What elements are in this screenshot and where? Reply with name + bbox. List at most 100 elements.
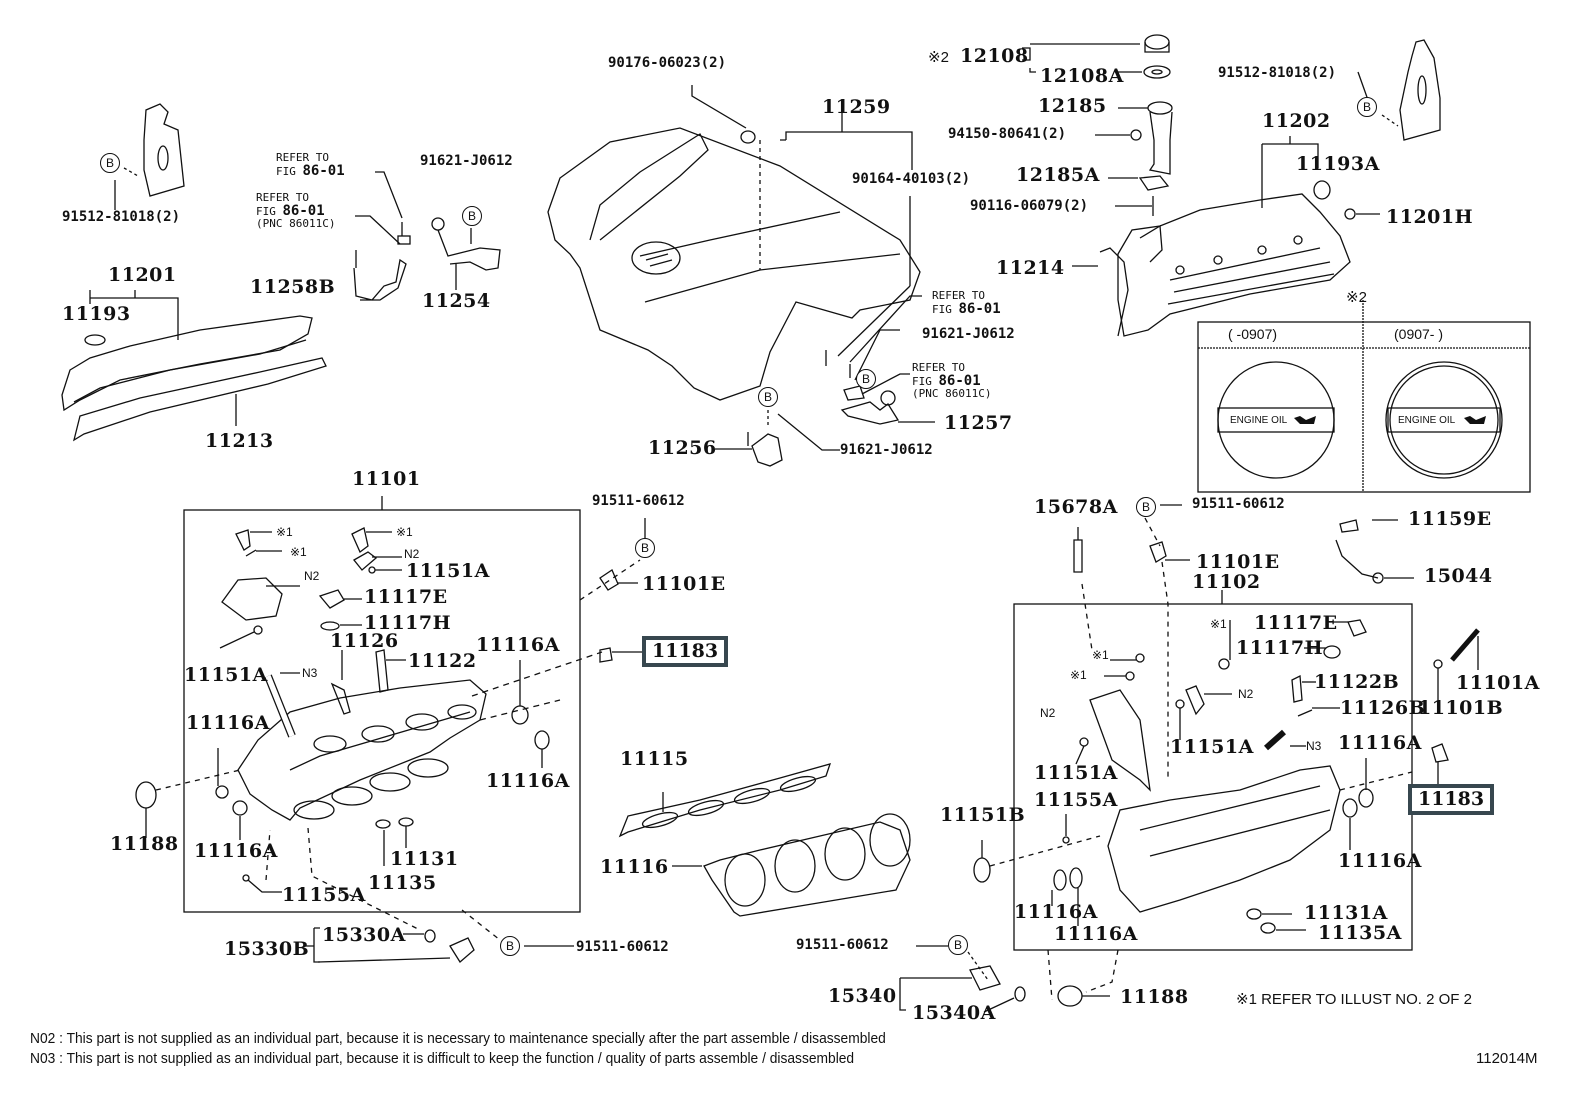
part-label[interactable]: 11188 xyxy=(110,833,179,855)
part-label[interactable]: 91512-81018(2) xyxy=(1218,65,1337,81)
part-label[interactable]: 15340 xyxy=(828,985,897,1007)
part-label[interactable]: 11214 xyxy=(996,257,1065,279)
part-label[interactable]: 11126B xyxy=(1340,697,1426,719)
part-label[interactable]: 11131 xyxy=(390,848,459,870)
oil-filler-parts xyxy=(1022,34,1173,216)
mark-1: ※1 xyxy=(276,525,293,539)
part-label[interactable]: 11135A xyxy=(1318,922,1402,944)
part-label[interactable]: 11159E xyxy=(1408,508,1492,530)
part-label[interactable]: 11117H xyxy=(364,612,452,634)
part-label[interactable]: 91512-81018(2) xyxy=(62,209,181,225)
part-label[interactable]: 12185 xyxy=(1038,95,1107,117)
part-label[interactable]: 11193A xyxy=(1296,153,1380,175)
part-label[interactable]: 91621-J0612 xyxy=(922,326,1015,342)
part-label[interactable]: 90176-06023(2) xyxy=(608,55,727,71)
part-label[interactable]: 11116 xyxy=(600,856,669,878)
part-label[interactable]: 11201 xyxy=(108,264,177,286)
part-label[interactable]: 11117H xyxy=(1236,637,1324,659)
oil-cap-label: ENGINE OIL xyxy=(1398,415,1456,426)
bolt-symbol-b: B xyxy=(1136,497,1156,517)
bolt-symbol-b: B xyxy=(100,153,120,173)
part-label[interactable]: 11101E xyxy=(642,573,726,595)
part-label[interactable]: 90116-06079(2) xyxy=(970,198,1089,214)
part-label[interactable]: 11116A xyxy=(486,770,570,792)
highlighted-part-11183[interactable]: 11183 xyxy=(642,636,729,667)
part-label[interactable]: 11115 xyxy=(620,748,689,770)
part-label[interactable]: 94150-80641(2) xyxy=(948,126,1067,142)
part-label[interactable]: 11151A xyxy=(184,664,268,686)
part-label[interactable]: 11117E xyxy=(364,586,448,608)
part-label[interactable]: 15330B xyxy=(224,938,310,960)
part-label[interactable]: 15678A xyxy=(1034,496,1118,518)
part-label[interactable]: 11256 xyxy=(648,437,717,459)
part-label[interactable]: 91621-J0612 xyxy=(840,442,933,458)
part-label[interactable]: 11116A xyxy=(186,712,270,734)
part-label[interactable]: 11254 xyxy=(422,290,491,312)
part-label[interactable]: 11131A xyxy=(1304,902,1388,924)
part-label[interactable]: 11116A xyxy=(194,840,278,862)
refer-fig-link[interactable]: 86-01 xyxy=(282,202,325,219)
highlighted-part-11183[interactable]: 11183 xyxy=(1408,784,1495,815)
part-label[interactable]: 11213 xyxy=(205,430,274,452)
part-label[interactable]: 11126 xyxy=(330,630,399,652)
part-label[interactable]: 11188 xyxy=(1120,986,1189,1008)
part-label[interactable]: 15340A xyxy=(912,1002,996,1024)
part-label[interactable]: 11257 xyxy=(944,412,1013,434)
part-label[interactable]: 11151B xyxy=(940,804,1026,826)
part-label[interactable]: 91621-J0612 xyxy=(420,153,513,169)
part-label[interactable]: 11193 xyxy=(62,303,131,325)
bolt-symbol-b: B xyxy=(500,936,520,956)
right-head-assembly xyxy=(973,504,1480,1007)
part-label[interactable]: 90164-40103(2) xyxy=(852,171,971,187)
part-label[interactable]: 11155A xyxy=(1034,789,1118,811)
part-label[interactable]: 91511-60612 xyxy=(796,937,889,953)
part-label[interactable]: 11102 xyxy=(1192,571,1261,593)
part-label[interactable]: 11117E xyxy=(1254,612,1338,634)
part-label[interactable]: 11201H xyxy=(1386,206,1474,228)
sensor-15330 xyxy=(306,927,574,963)
part-label[interactable]: 11122 xyxy=(408,650,477,672)
bolt-symbol-b: B xyxy=(1357,97,1377,117)
part-label[interactable]: 11116A xyxy=(1338,732,1422,754)
part-label[interactable]: 11122B xyxy=(1314,671,1400,693)
n2-note: N2 xyxy=(1040,706,1056,720)
bracket-11257 xyxy=(825,295,935,425)
refer-note-line: FIG xyxy=(276,164,303,178)
part-label[interactable]: 11151A xyxy=(406,560,490,582)
part-label[interactable]: 12185A xyxy=(1016,164,1100,186)
part-label[interactable]: 12108A xyxy=(1040,65,1124,87)
part-label[interactable]: 15044 xyxy=(1424,565,1493,587)
part-label[interactable]: 11101 xyxy=(352,468,421,490)
part-label[interactable]: 91511-60612 xyxy=(592,493,685,509)
part-label[interactable]: 11151A xyxy=(1034,762,1118,784)
refer-note-line: REFER TO xyxy=(912,361,965,374)
oil-can-icon xyxy=(1464,416,1486,424)
gasket-left xyxy=(72,357,327,442)
part-label[interactable]: 91511-60612 xyxy=(1192,496,1285,512)
part-label[interactable]: 11101E xyxy=(1196,551,1280,573)
refer-fig-link[interactable]: 86-01 xyxy=(938,372,981,389)
note-n3: N03 : This part is not supplied as an in… xyxy=(30,1050,855,1067)
part-label[interactable]: 11116A xyxy=(1338,850,1422,872)
part-label[interactable]: 11135 xyxy=(368,872,437,894)
bolt-symbol-b: B xyxy=(856,369,876,389)
part-label[interactable]: 11151A xyxy=(1170,736,1254,758)
part-label[interactable]: 12108 xyxy=(960,45,1029,67)
part-label[interactable]: 11101A xyxy=(1456,672,1540,694)
oil-can-icon xyxy=(1294,416,1316,424)
part-label[interactable]: 11116A xyxy=(476,634,560,656)
part-label[interactable]: 11101B xyxy=(1418,697,1504,719)
part-label[interactable]: 11258B xyxy=(250,276,336,298)
part-label[interactable]: 11116A xyxy=(1054,923,1138,945)
sensor-15340 xyxy=(899,945,1026,1013)
part-label[interactable]: 91511-60612 xyxy=(576,939,669,955)
mark-2: ※2 xyxy=(928,49,949,66)
refer-fig-link[interactable]: 86-01 xyxy=(302,162,345,179)
part-label[interactable]: 11116A xyxy=(1014,901,1098,923)
part-label[interactable]: 11202 xyxy=(1262,110,1331,132)
refer-fig-link[interactable]: 86-01 xyxy=(958,300,1001,317)
part-label[interactable]: 11155A xyxy=(282,884,366,906)
part-label[interactable]: 11259 xyxy=(822,96,891,118)
bolt-symbol-b: B xyxy=(758,387,778,407)
part-label[interactable]: 15330A xyxy=(322,924,406,946)
